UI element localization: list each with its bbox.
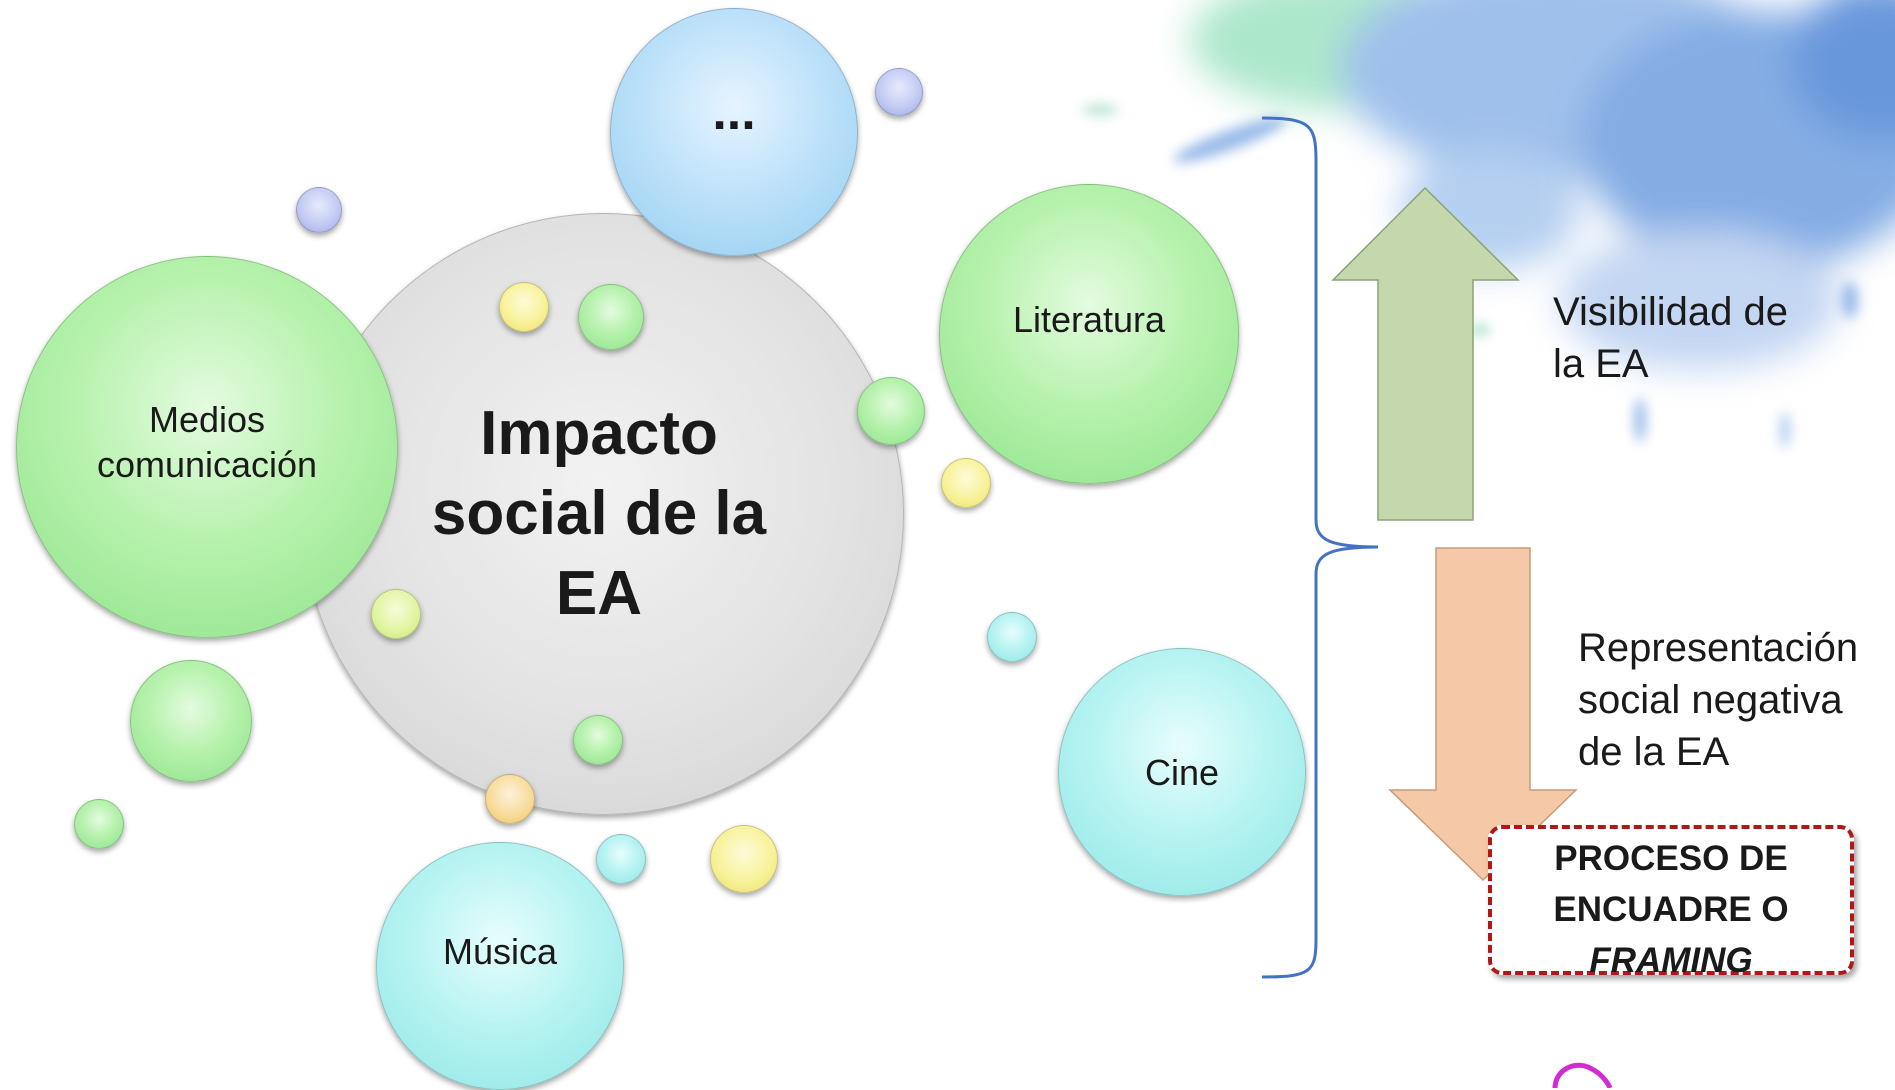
framing-box: PROCESO DE ENCUADRE O FRAMING	[1488, 825, 1854, 980]
decorative-dot	[499, 282, 549, 332]
decorative-dot	[296, 187, 342, 233]
decorative-dot	[485, 774, 535, 824]
literatura-label: Literatura	[1012, 298, 1166, 340]
framing-line-1: PROCESO DE	[1554, 839, 1788, 878]
decorative-dot	[573, 715, 623, 765]
framing-line-3: FRAMING	[1589, 941, 1753, 980]
literatura-bubble: Literatura	[939, 184, 1239, 484]
decorative-dot	[74, 799, 124, 849]
more-topics-label: ...	[712, 83, 756, 141]
decorative-dot	[596, 834, 646, 884]
medios-comunicacion-bubble: Medios comunicación	[16, 256, 398, 638]
decorative-dot	[941, 458, 991, 508]
visibilidad-label: Visibilidad de la EA	[1553, 290, 1788, 386]
representacion-label: Representación social negativa de la EA	[1578, 626, 1859, 774]
decorative-dot	[371, 589, 421, 639]
cine-label: Cine	[1144, 751, 1220, 793]
framing-line-2: ENCUADRE O	[1553, 890, 1789, 929]
decorative-dot	[130, 660, 252, 782]
right-brace	[1261, 116, 1379, 979]
decorative-dot	[987, 612, 1037, 662]
musica-label: Música	[442, 930, 558, 972]
decorative-dot	[875, 68, 923, 116]
musica-bubble: Música	[376, 842, 624, 1090]
cine-bubble: Cine	[1058, 648, 1306, 896]
decorative-dot	[857, 377, 925, 445]
more-topics-bubble: ...	[610, 8, 858, 256]
decorative-dot	[578, 284, 644, 350]
center-topic-title: Impacto social de la EA	[431, 399, 767, 628]
medios-comunicacion-label: Medios comunicación	[96, 399, 318, 485]
decorative-dot	[710, 825, 778, 893]
up-arrow	[1331, 186, 1520, 521]
